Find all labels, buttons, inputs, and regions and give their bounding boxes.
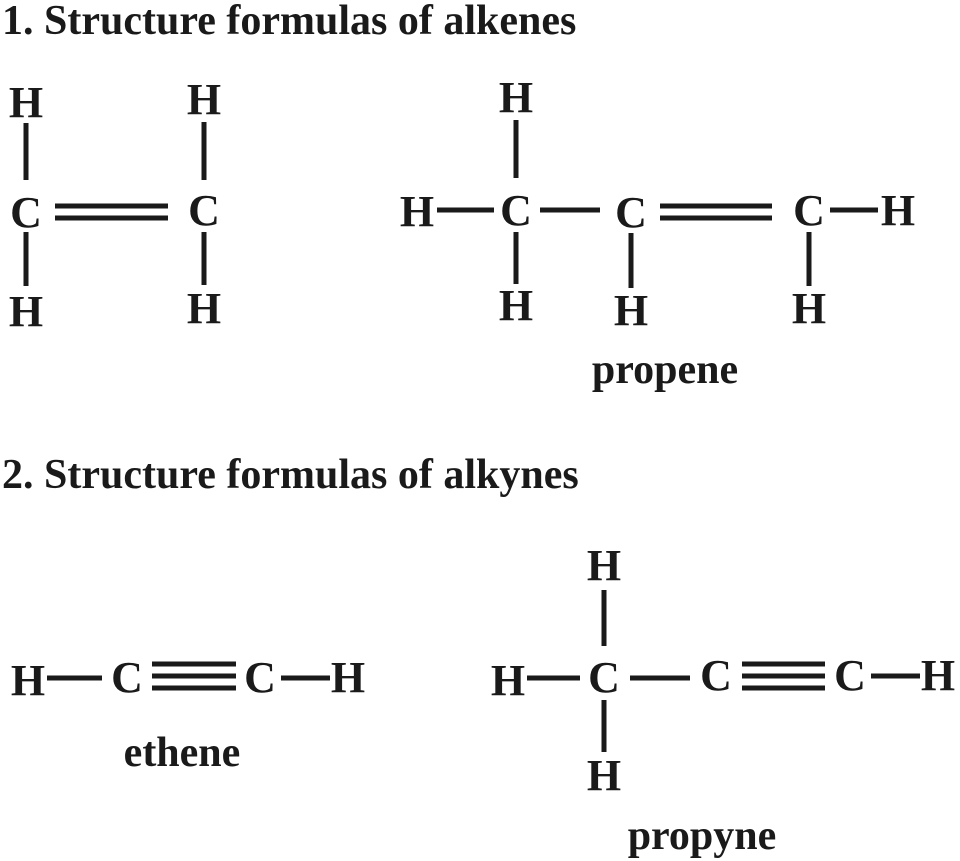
atom-c3: C — [834, 651, 866, 700]
atom-h-bottom-c2: H — [614, 286, 648, 335]
molecule-propyne: H H C C C H H propyne — [491, 541, 955, 859]
bond-lines — [23, 122, 207, 286]
atom-h-top: H — [499, 73, 533, 122]
atom-h-left: H — [491, 656, 525, 705]
atom-h-right: H — [921, 651, 955, 700]
bond-lines — [47, 661, 330, 691]
atom-c1: C — [588, 653, 620, 702]
atom-h-top-left: H — [9, 78, 43, 127]
atom-h-top: H — [587, 541, 621, 590]
bond-lines — [527, 590, 920, 752]
atom-h-top-right: H — [187, 75, 221, 124]
atom-h-left: H — [400, 187, 434, 236]
section-heading-alkenes: 1. Structure formulas of alkenes — [2, 0, 576, 44]
atom-c-right: C — [188, 186, 220, 235]
atom-h-bottom: H — [587, 751, 621, 800]
atom-h-bottom-c1: H — [499, 281, 533, 330]
atom-c1: C — [500, 186, 532, 235]
atom-c-left: C — [111, 653, 143, 702]
molecule-caption-propene: propene — [592, 347, 738, 393]
bond-lines — [437, 120, 878, 288]
atom-h-left: H — [11, 656, 45, 705]
atom-c2: C — [700, 651, 732, 700]
atom-h-bottom-right: H — [187, 284, 221, 333]
molecule-caption-propyne: propyne — [628, 813, 777, 859]
molecule-ethene-double-bond: H H C C H H — [9, 75, 221, 336]
molecule-caption-ethyne: ethene — [124, 730, 241, 776]
section-heading-alkynes: 2. Structure formulas of alkynes — [2, 452, 579, 498]
atom-c-left: C — [10, 188, 42, 237]
atom-h-right: H — [881, 186, 915, 235]
atom-c-right: C — [244, 653, 276, 702]
atom-h-bottom-left: H — [9, 287, 43, 336]
molecule-propene: H H C C C H H H H propene — [400, 73, 915, 393]
molecule-ethyne: H C C H ethene — [11, 653, 365, 776]
atom-h-bottom-c3: H — [792, 284, 826, 333]
atom-c2: C — [615, 188, 647, 237]
atom-h-right: H — [331, 653, 365, 702]
atom-c3: C — [793, 186, 825, 235]
